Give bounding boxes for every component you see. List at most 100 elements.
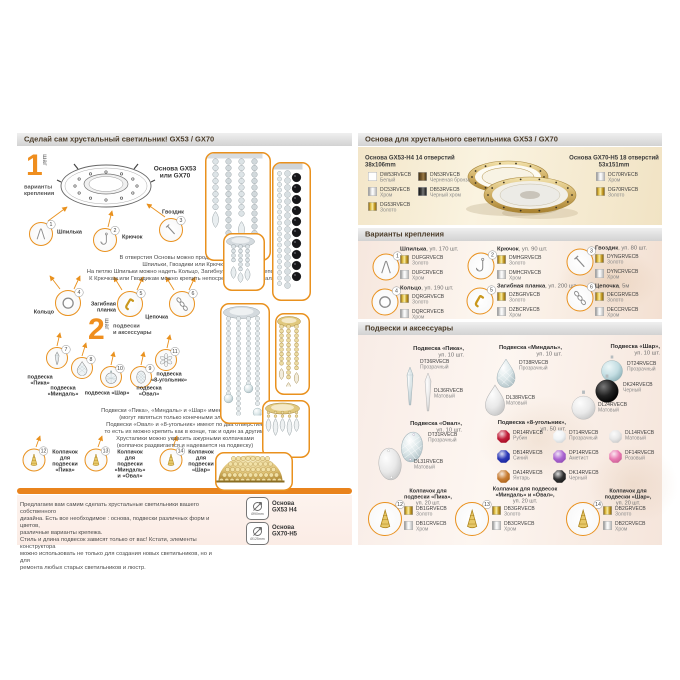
callout-label: Кольцо (33, 309, 54, 315)
cap-title: Колпачок для подвесок «Миндаль» и «Овал»… (492, 486, 558, 504)
fastener-circle: 1 (372, 251, 402, 281)
variant-color-name: Золото (412, 299, 429, 306)
callout-circle: 2 (93, 226, 120, 252)
callout-label: Колпачок для подвески «Пика» (52, 449, 78, 473)
variant-color-name: Аметист (569, 455, 589, 462)
octagon-gem (497, 470, 510, 483)
photo-base-rings (466, 160, 578, 219)
callout-circle: 5 (117, 289, 146, 317)
cap-icon (577, 508, 589, 528)
variant-color-name: Хром (615, 526, 628, 533)
fastener-circle: 4 (371, 286, 401, 316)
diameter-icon (253, 502, 262, 511)
item-number-badge: 13 (101, 446, 110, 456)
gold-color-swatch (603, 506, 612, 515)
pendant-oval-title: Подвеска «Овал»,уп. 10 шт. (410, 420, 462, 433)
item-number-badge: 7 (61, 345, 71, 354)
chrome-color-swatch (492, 521, 501, 530)
marketing-text: Предлагаем вам самим сделать хрустальные… (20, 501, 212, 571)
photo-small-fixture (223, 233, 265, 291)
pike-pendant-icon (54, 351, 60, 365)
fasteners-section-header: Варианты крепления (358, 228, 662, 241)
nail-icon (574, 255, 585, 268)
left-panel-header: Сделай сам хрустальный светильник! GX53 … (17, 133, 352, 146)
octagon-gem (497, 430, 510, 443)
gold-color-swatch (400, 294, 409, 303)
gold-color-swatch (596, 187, 605, 196)
bend-plate-icon (124, 298, 134, 311)
fastener-title: Загибная планка, уп. 200 шт. (497, 282, 578, 289)
item-number-badge: 2 (110, 226, 120, 235)
variant-color-name: Черный хром (430, 192, 461, 199)
item-number-badge: 4 (74, 288, 84, 297)
photo-gold-dome (215, 452, 293, 491)
variant-color-name: Хром (607, 312, 620, 319)
step2-word: шаг (103, 318, 112, 330)
variant-color-name: Хром (504, 526, 517, 533)
photo-gold-fixture (275, 313, 310, 395)
ring-icon (62, 297, 74, 309)
item-number-badge: 13 (482, 500, 492, 509)
callout-label: Цепочка (145, 314, 168, 320)
fastener-title: Шпилька, уп. 170 шт. (400, 245, 459, 252)
callout-circle: 3 (159, 216, 186, 242)
variant-color-name: Золото (608, 192, 625, 199)
nail-icon (165, 224, 176, 235)
octagon-gem (553, 470, 566, 483)
variant-color-name: Хром (607, 274, 620, 281)
base-gx70-title: Основа GX70-H5 18 отверстий 53x151mm (569, 154, 659, 168)
variant-color-name: Прозрачный (569, 435, 598, 442)
gold-color-swatch (400, 255, 409, 264)
chrome-color-swatch (595, 269, 604, 278)
item-number-badge: 14 (176, 446, 185, 456)
item-number-badge: 6 (188, 289, 198, 298)
fastener-circle: 3 (566, 246, 596, 276)
gold-color-swatch (595, 254, 604, 263)
chrome-color-swatch (404, 521, 413, 530)
diameter-icon (253, 527, 262, 536)
base-label: Основа GX53 или GX70 (153, 164, 197, 179)
octagon-gem (553, 450, 566, 463)
fastener-circle: 6 (566, 282, 596, 312)
variant-color-name: Золото (509, 297, 526, 304)
bronze-color-swatch (418, 172, 427, 181)
variant-color-name: Матовый (625, 435, 646, 442)
item-number-badge: 11 (170, 347, 180, 356)
variant-color-name: Хром (509, 312, 522, 319)
callout-label: Колпачок для подвески «Миндаль» и «Овал» (114, 449, 146, 479)
left-bottom-bg (17, 495, 352, 545)
